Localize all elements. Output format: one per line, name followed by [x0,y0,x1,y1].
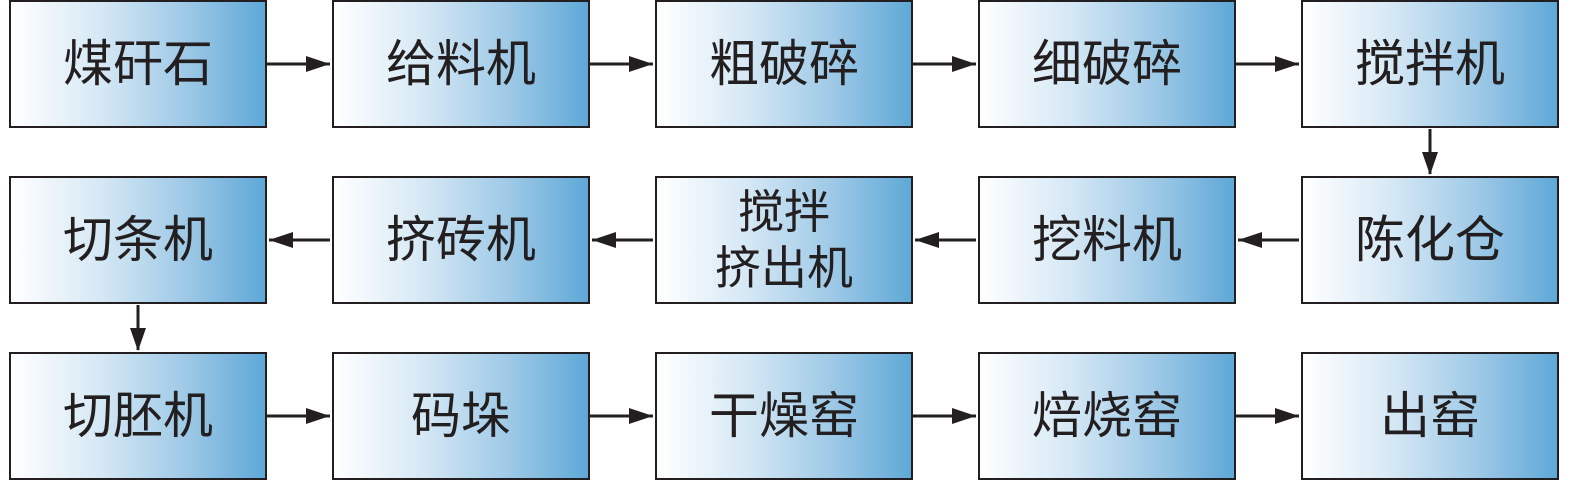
node-label: 切胚机 [63,387,213,445]
arrowhead-icon [269,232,293,248]
node-label: 搅拌机 [1355,35,1505,93]
arrowhead-icon [1275,56,1299,72]
node-coal-gangue: 煤矸石 [9,0,267,128]
node-label: 焙烧窑 [1032,387,1182,445]
node-blank-cutter: 切胚机 [9,352,267,480]
node-mixer: 搅拌机 [1301,0,1559,128]
arrowhead-icon [1275,408,1299,424]
node-label: 切条机 [63,211,213,269]
node-label: 搅拌 挤出机 [715,185,853,295]
arrowhead-icon [592,232,616,248]
arrowhead-icon [306,56,330,72]
arrow-down-right [1422,129,1438,175]
node-label: 细破碎 [1032,35,1182,93]
node-excavator: 挖料机 [978,176,1236,304]
node-label: 干燥窑 [709,387,859,445]
node-label: 码垛 [411,387,511,445]
node-drying-kiln: 干燥窑 [655,352,913,480]
node-coarse-crushing: 粗破碎 [655,0,913,128]
arrowhead-icon [915,232,939,248]
arrowhead-icon [952,408,976,424]
node-feeder: 给料机 [332,0,590,128]
arrowhead-icon [130,328,146,351]
node-kiln-exit: 出窑 [1301,352,1559,480]
arrow-down-left [130,305,146,351]
node-label: 挖料机 [1032,211,1182,269]
node-label: 给料机 [386,35,536,93]
node-firing-kiln: 焙烧窑 [978,352,1236,480]
node-mixing-extruder: 搅拌 挤出机 [655,176,913,304]
node-label: 挤砖机 [386,211,536,269]
arrowhead-icon [1422,152,1438,175]
arrowhead-icon [629,408,653,424]
node-label: 煤矸石 [63,35,213,93]
arrowhead-icon [952,56,976,72]
node-label: 粗破碎 [709,35,859,93]
node-brick-extruder: 挤砖机 [332,176,590,304]
arrowhead-icon [1238,232,1262,248]
node-label: 陈化仓 [1355,211,1505,269]
node-strip-cutter: 切条机 [9,176,267,304]
arrowhead-icon [629,56,653,72]
node-label: 出窑 [1380,387,1480,445]
node-fine-crushing: 细破碎 [978,0,1236,128]
arrowhead-icon [306,408,330,424]
node-stacking: 码垛 [332,352,590,480]
node-aging-silo: 陈化仓 [1301,176,1559,304]
